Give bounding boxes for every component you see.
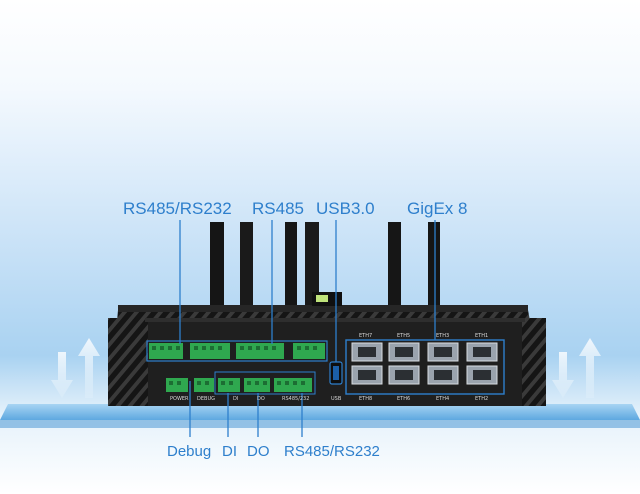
arrow-up-icon — [78, 338, 601, 398]
eth8-label: ETH8 — [359, 396, 373, 402]
callout-rs485-rs232-bottom: RS485/RS232 — [284, 443, 380, 460]
rs485-port-label: RS485/232 — [282, 396, 310, 402]
terminal-blocks-lower — [166, 371, 316, 395]
do-port-label: DO — [257, 396, 265, 402]
callout-do: DO — [247, 443, 270, 460]
callout-lines — [179, 220, 436, 437]
eth2-label: ETH2 — [475, 396, 489, 402]
eth7-label: ETH7 — [359, 333, 373, 339]
eth4-label: ETH4 — [436, 396, 450, 402]
eth3-label: ETH3 — [436, 333, 450, 339]
eth5-label: ETH5 — [397, 333, 411, 339]
callout-di: DI — [222, 443, 237, 460]
display-platform — [0, 404, 640, 428]
eth6-label: ETH6 — [397, 396, 411, 402]
ethernet-ports — [345, 339, 505, 395]
di-port-label: DI — [233, 396, 239, 402]
usb-port-label: USB — [331, 396, 342, 402]
eth1-label: ETH1 — [475, 333, 489, 339]
callout-usb30: USB3.0 — [316, 199, 375, 218]
debug-port-label: DEBUG — [197, 396, 215, 402]
callout-debug: Debug — [167, 443, 212, 460]
power-port-label: POWER — [170, 396, 189, 402]
callout-rs485-rs232-top: RS485/RS232 — [123, 199, 232, 218]
terminal-blocks-upper — [146, 340, 328, 362]
usb-port — [329, 361, 343, 385]
arrow-down-icon — [51, 352, 574, 398]
callout-rs485: RS485 — [252, 199, 304, 218]
callout-gigex8: GigEx 8 — [407, 199, 468, 218]
